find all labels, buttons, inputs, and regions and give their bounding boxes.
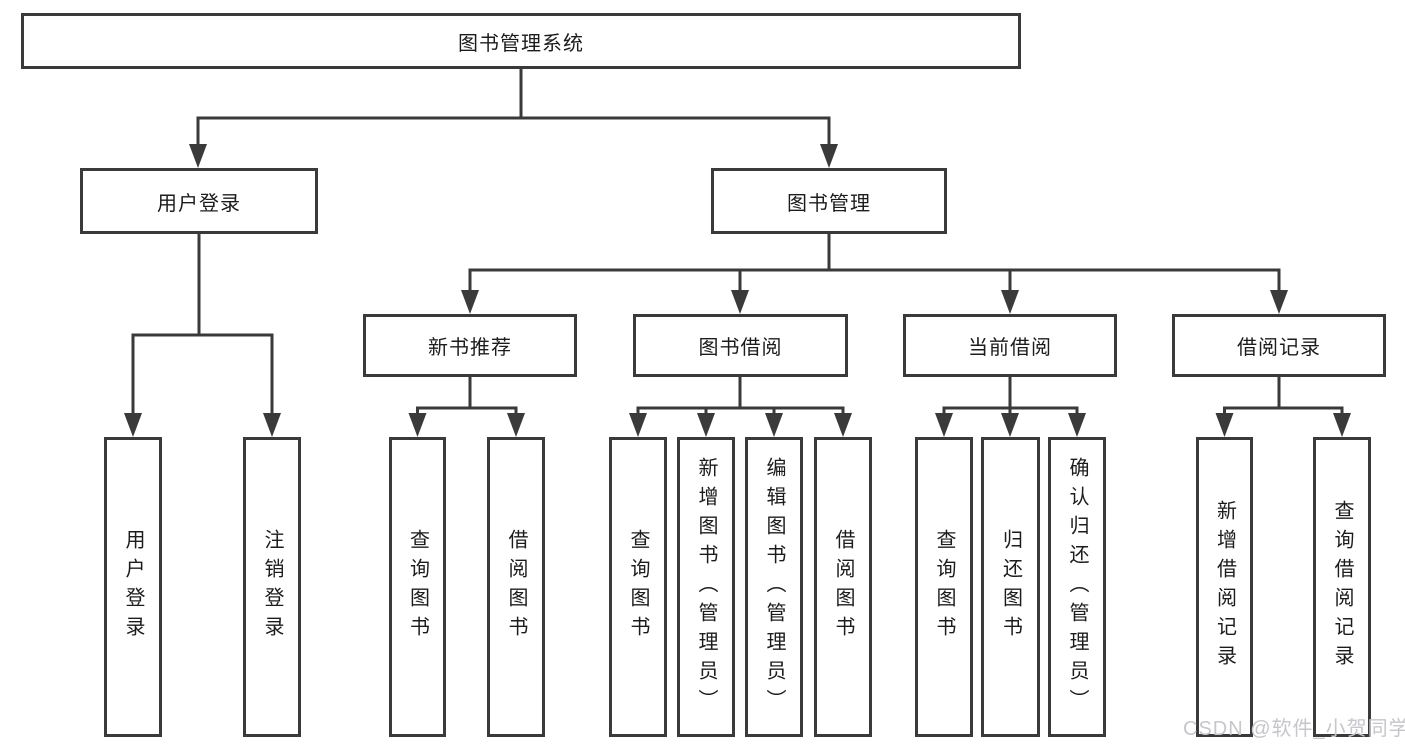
- node-borrowing-records: 借阅记录: [1172, 314, 1386, 377]
- leaf-label: 查询图书: [627, 529, 649, 645]
- node-user-login: 用户登录: [80, 168, 318, 234]
- leaf-label: 注销登录: [261, 529, 283, 645]
- leaf-logout: 注销登录: [243, 437, 301, 737]
- node-book-management: 图书管理: [711, 168, 947, 234]
- leaf-label: 归还图书: [999, 529, 1022, 645]
- leaf-query-books-current: 查询图书: [915, 437, 973, 737]
- leaf-query-books-recommend: 查询图书: [389, 437, 446, 737]
- arrowheads: [124, 144, 1351, 437]
- leaf-label: 确认归还（管理员）: [1066, 456, 1088, 718]
- leaf-label: 查询图书: [406, 529, 429, 645]
- node-label: 图书管理: [787, 192, 871, 215]
- node-library-management-system: 图书管理系统: [21, 13, 1021, 69]
- node-label: 图书借阅: [698, 337, 783, 359]
- node-label: 当前借阅: [968, 337, 1052, 359]
- leaf-label: 借阅图书: [505, 529, 527, 645]
- node-label: 借阅记录: [1237, 337, 1321, 359]
- leaf-add-books-admin: 新增图书（管理员）: [677, 437, 735, 737]
- node-current-borrowing: 当前借阅: [903, 314, 1117, 377]
- node-label: 用户登录: [157, 192, 241, 215]
- leaf-query-borrow-record: 查询借阅记录: [1313, 437, 1371, 737]
- leaf-label: 用户登录: [122, 529, 144, 645]
- leaf-label: 查询借阅记录: [1331, 500, 1353, 674]
- leaf-borrow-books-recommend: 借阅图书: [487, 437, 545, 737]
- leaf-edit-books-admin: 编辑图书（管理员）: [745, 437, 803, 737]
- node-label: 图书管理系统: [458, 32, 584, 55]
- node-new-book-recommendation: 新书推荐: [363, 314, 577, 377]
- leaf-label: 新增借阅记录: [1213, 500, 1236, 674]
- leaf-borrow-books-borrowing: 借阅图书: [814, 437, 872, 737]
- leaf-return-books: 归还图书: [981, 437, 1040, 737]
- node-label: 新书推荐: [428, 337, 512, 359]
- leaf-confirm-return-admin: 确认归还（管理员）: [1048, 437, 1106, 737]
- leaf-label: 借阅图书: [832, 529, 854, 645]
- node-book-borrowing: 图书借阅: [633, 314, 848, 377]
- leaf-add-borrow-record: 新增借阅记录: [1196, 437, 1253, 737]
- leaf-label: 查询图书: [933, 529, 955, 645]
- leaf-user-login: 用户登录: [104, 437, 162, 737]
- leaf-query-books-borrowing: 查询图书: [609, 437, 667, 737]
- leaf-label: 编辑图书（管理员）: [763, 456, 785, 718]
- csdn-watermark: CSDN @软件_小贺同学: [1183, 718, 1405, 740]
- leaf-label: 新增图书（管理员）: [695, 456, 717, 718]
